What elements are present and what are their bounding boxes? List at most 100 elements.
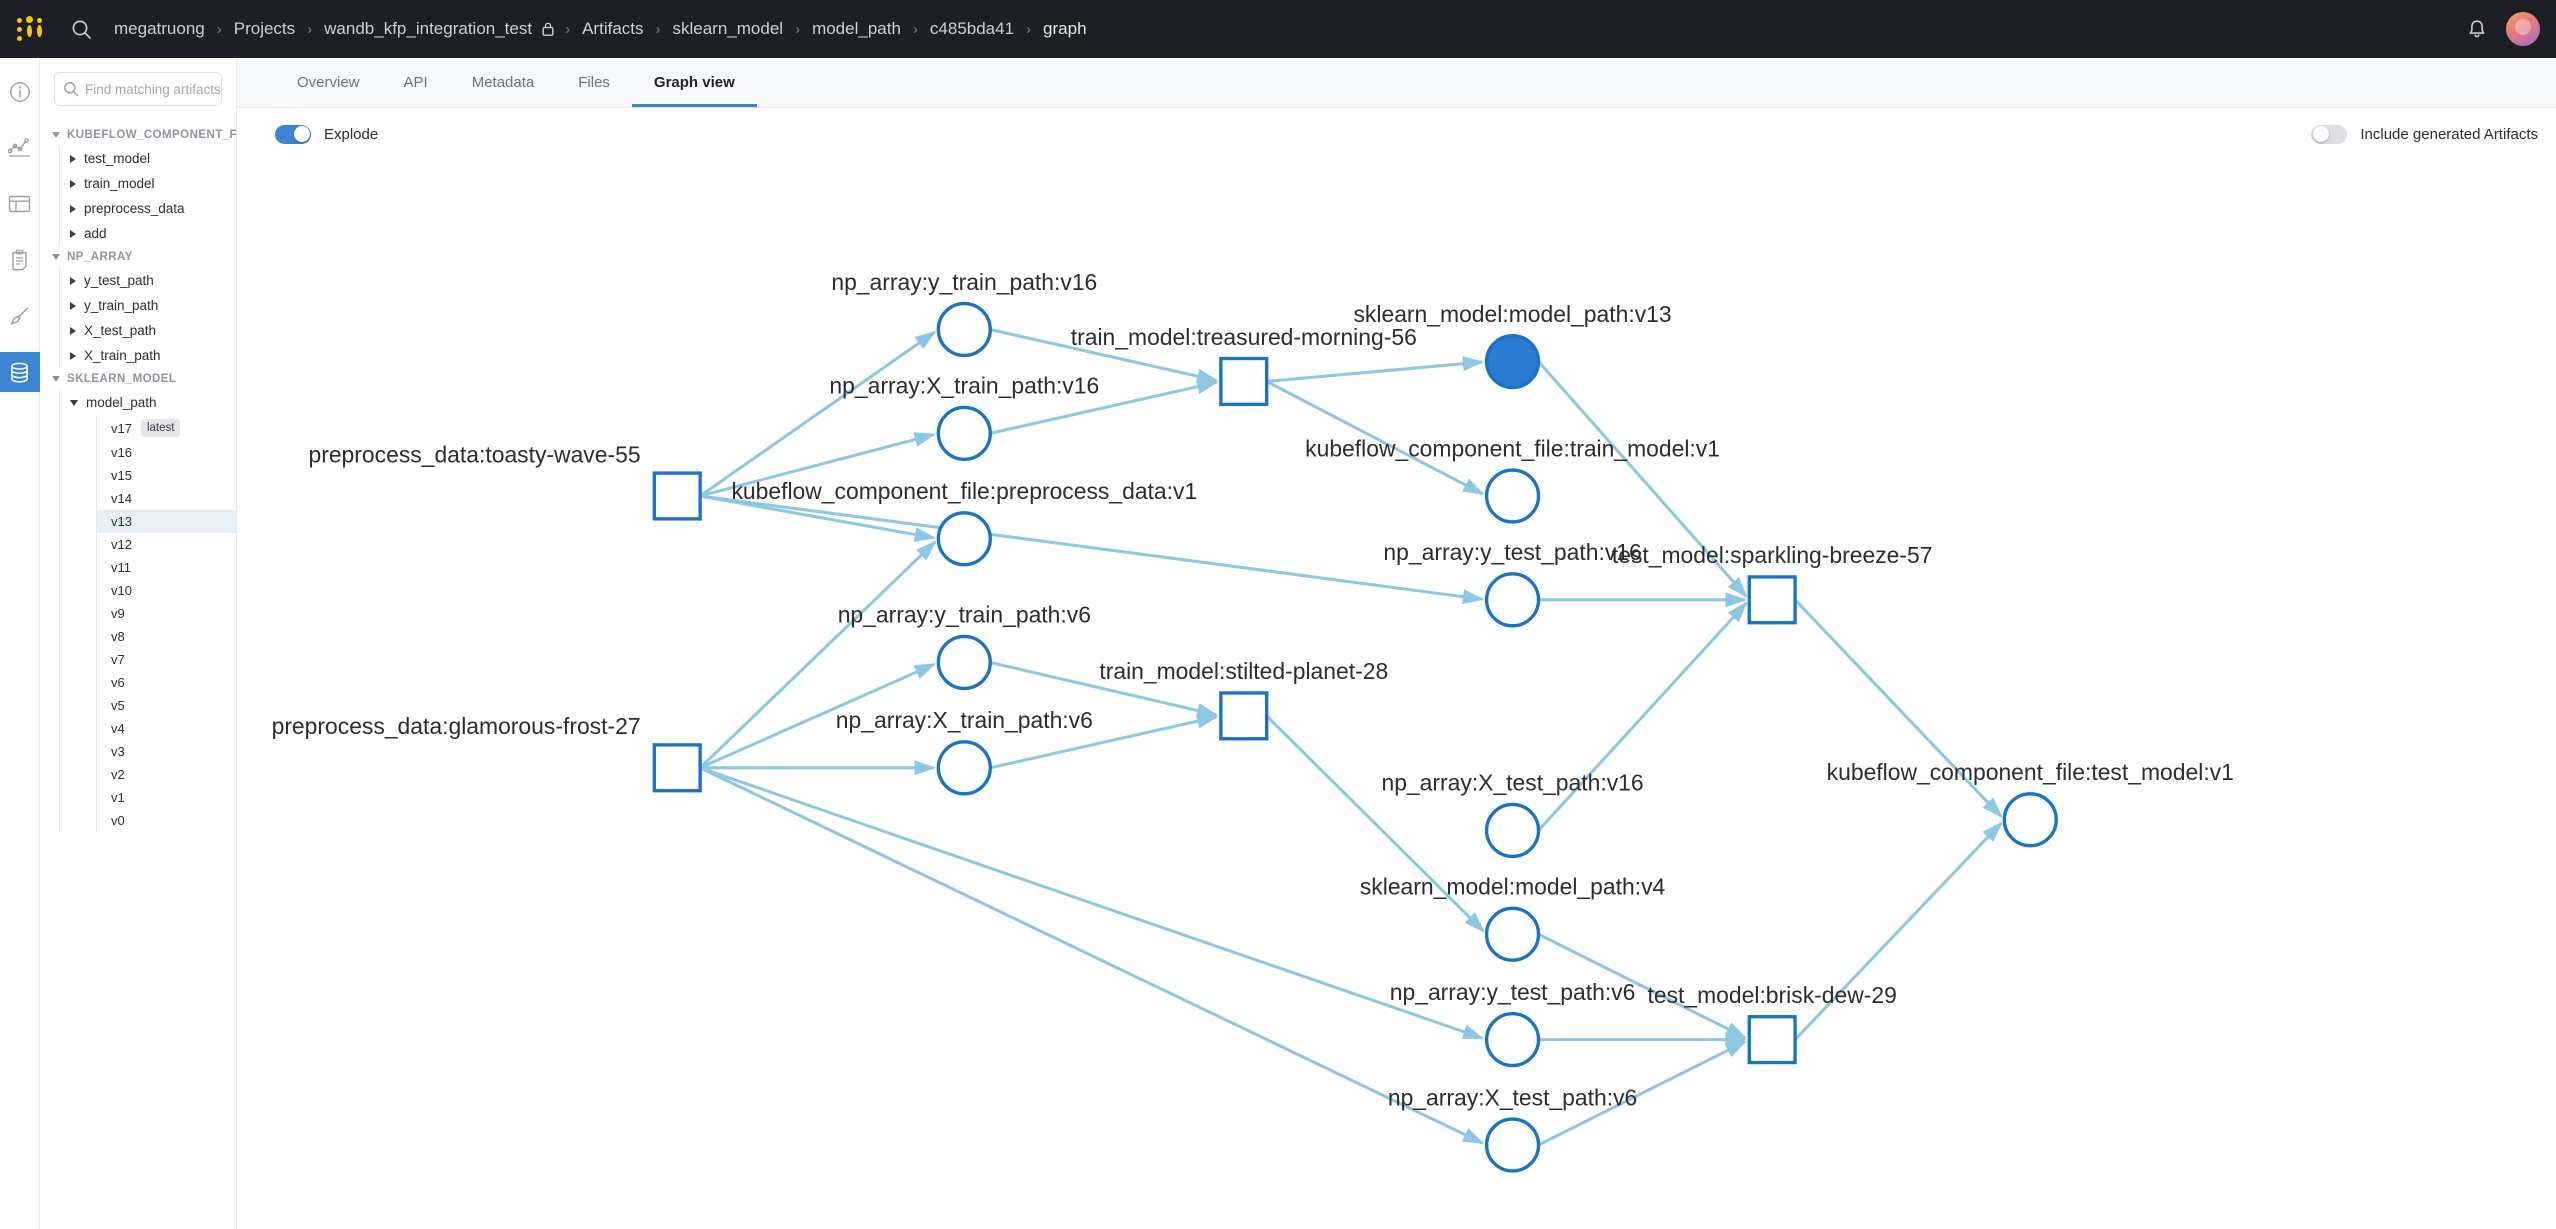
version-item-v11[interactable]: v11 <box>97 556 236 579</box>
graph-node-np-array-x-test-path-v16[interactable]: np_array:X_test_path:v16 <box>1381 770 1644 859</box>
artifact-node-shape[interactable] <box>936 634 992 691</box>
overview-icon[interactable] <box>0 72 40 112</box>
graph-node-np-array-x-train-path-v16[interactable]: np_array:X_train_path:v16 <box>829 373 1099 461</box>
version-item-v14[interactable]: v14 <box>97 487 236 510</box>
run-node-shape[interactable] <box>1747 575 1797 625</box>
run-node-shape[interactable] <box>652 743 702 793</box>
tab-api[interactable]: API <box>403 74 428 91</box>
artifact-node-shape[interactable] <box>936 301 992 358</box>
artifact-node-shape[interactable] <box>1484 468 1541 524</box>
chevron-right-icon[interactable] <box>70 326 76 335</box>
chevron-right-icon[interactable] <box>70 351 76 360</box>
version-item-v13[interactable]: v13 <box>97 510 236 533</box>
sweeps-icon[interactable] <box>0 296 40 336</box>
artifacts-icon[interactable] <box>0 352 40 392</box>
breadcrumb-item-artifacts[interactable]: Artifacts <box>582 19 644 38</box>
graph-node-train-model-stilted-planet-28[interactable]: train_model:stilted-planet-28 <box>1099 658 1388 741</box>
artifact-node-shape[interactable] <box>936 511 992 567</box>
graph-node-kubeflow-component-file-test-model-v1[interactable]: kubeflow_component_file:test_model:v1 <box>1827 759 2234 848</box>
include-generated-toggle-wrap[interactable]: Include generated Artifacts <box>2311 124 2538 144</box>
version-item-v9[interactable]: v9 <box>97 602 236 625</box>
reports-icon[interactable] <box>0 240 40 280</box>
graph-node-train-model-treasured-morning-56[interactable]: train_model:treasured-morning-56 <box>1071 324 1417 407</box>
graph-node-np-array-y-train-path-v16[interactable]: np_array:y_train_path:v16 <box>831 269 1097 358</box>
tree-group-np-array[interactable]: NP_ARRAY <box>40 246 236 268</box>
graph-node-sklearn-model-model-path-v13[interactable]: sklearn_model:model_path:v13 <box>1354 301 1672 390</box>
breadcrumb-item-wandb-kfp-integration-test[interactable]: wandb_kfp_integration_test <box>324 19 533 38</box>
tree-item-test-model[interactable]: test_model <box>60 146 236 171</box>
version-item-v15[interactable]: v15 <box>97 464 236 487</box>
graph-node-np-array-x-train-path-v6[interactable]: np_array:X_train_path:v6 <box>836 707 1093 796</box>
breadcrumb-item-graph[interactable]: graph <box>1043 19 1087 38</box>
tree-item-x-train-path[interactable]: X_train_path <box>60 343 236 368</box>
chevron-right-icon[interactable] <box>70 276 76 285</box>
tree-item-y-train-path[interactable]: y_train_path <box>60 293 236 318</box>
version-item-v10[interactable]: v10 <box>97 579 236 602</box>
graph-node-np-array-y-train-path-v6[interactable]: np_array:y_train_path:v6 <box>838 602 1091 691</box>
tree-group-kubeflow-component-file[interactable]: KUBEFLOW_COMPONENT_FILE <box>40 124 236 146</box>
artifact-node-shape[interactable] <box>1484 802 1541 859</box>
chevron-right-icon[interactable] <box>70 229 76 238</box>
version-item-v3[interactable]: v3 <box>97 740 236 763</box>
version-item-v12[interactable]: v12 <box>97 533 236 556</box>
artifact-node-shape[interactable] <box>1484 1117 1541 1173</box>
graph-node-preprocess-data-glamorous-frost-27[interactable]: preprocess_data:glamorous-frost-27 <box>272 713 702 793</box>
version-item-v2[interactable]: v2 <box>97 763 236 786</box>
graph-node-test-model-brisk-dew-29[interactable]: test_model:brisk-dew-29 <box>1647 982 1897 1065</box>
tree-item-preprocess-data[interactable]: preprocess_data <box>60 196 236 221</box>
tree-item-add[interactable]: add <box>60 221 236 246</box>
lineage-graph-svg[interactable]: preprocess_data:toasty-wave-55 preprocess… <box>237 160 2556 1229</box>
breadcrumb-item-model-path[interactable]: model_path <box>812 19 901 38</box>
chevron-down-icon[interactable] <box>70 399 78 406</box>
version-item-v7[interactable]: v7 <box>97 648 236 671</box>
artifact-node-shape[interactable] <box>1484 906 1541 962</box>
version-item-v4[interactable]: v4 <box>97 717 236 740</box>
run-node-shape[interactable] <box>1219 356 1269 407</box>
version-item-v1[interactable]: v1 <box>97 786 236 809</box>
breadcrumb-item-c485bda41[interactable]: c485bda41 <box>929 19 1015 38</box>
tree-group-sklearn-model[interactable]: SKLEARN_MODEL <box>40 368 236 390</box>
chevron-right-icon[interactable] <box>70 204 76 213</box>
breadcrumb-item-projects[interactable]: Projects <box>233 19 296 38</box>
tree-item-y-test-path[interactable]: y_test_path <box>60 268 236 293</box>
graph-node-np-array-y-test-path-v16[interactable]: np_array:y_test_path:v16 <box>1383 539 1642 628</box>
tab-files[interactable]: Files <box>578 74 610 91</box>
tab-metadata[interactable]: Metadata <box>471 74 535 91</box>
tree-item-train-model[interactable]: train_model <box>60 171 236 196</box>
graph-node-sklearn-model-model-path-v4[interactable]: sklearn_model:model_path:v4 <box>1360 874 1666 962</box>
include-generated-toggle[interactable] <box>2311 124 2348 144</box>
run-node-shape[interactable] <box>1219 691 1269 741</box>
search-box[interactable] <box>54 72 222 106</box>
search-input[interactable] <box>85 81 221 97</box>
graph-node-test-model-sparkling-breeze-57[interactable]: test_model:sparkling-breeze-57 <box>1612 542 1933 625</box>
version-item-v6[interactable]: v6 <box>97 671 236 694</box>
chevron-right-icon[interactable] <box>70 301 76 310</box>
artifact-node-shape[interactable] <box>936 405 992 461</box>
version-item-v16[interactable]: v16 <box>97 441 236 464</box>
graph-node-kubeflow-component-file-train-model-v1[interactable]: kubeflow_component_file:train_model:v1 <box>1305 435 1720 524</box>
explode-toggle[interactable] <box>275 124 311 144</box>
version-item-v8[interactable]: v8 <box>97 625 236 648</box>
breadcrumb-item-megatruong[interactable]: megatruong <box>114 19 205 38</box>
avatar[interactable] <box>2506 12 2540 46</box>
explode-toggle-wrap[interactable]: Explode <box>275 124 378 144</box>
graph-node-preprocess-data-toasty-wave-55[interactable]: preprocess_data:toasty-wave-55 <box>308 441 702 521</box>
tree-item-x-test-path[interactable]: X_test_path <box>60 318 236 343</box>
search-icon[interactable] <box>58 0 104 58</box>
chevron-right-icon[interactable] <box>70 154 76 163</box>
wandb-logo[interactable] <box>0 0 58 58</box>
run-node-shape[interactable] <box>1747 1015 1797 1065</box>
run-node-shape[interactable] <box>652 471 702 521</box>
tables-icon[interactable] <box>0 184 40 224</box>
artifact-node-shape[interactable] <box>936 740 992 796</box>
graph-node-kubeflow-component-file-preprocess-data-v1[interactable]: kubeflow_component_file:preprocess_data:… <box>731 478 1197 567</box>
artifact-node-shape[interactable] <box>1484 333 1541 390</box>
tab-graph-view[interactable]: Graph view <box>631 58 757 107</box>
graph-node-np-array-x-test-path-v6[interactable]: np_array:X_test_path:v6 <box>1388 1084 1637 1173</box>
bell-icon[interactable] <box>2466 18 2488 41</box>
tab-overview[interactable]: Overview <box>297 74 360 91</box>
artifact-node-shape[interactable] <box>2002 792 2058 848</box>
charts-icon[interactable] <box>0 128 40 168</box>
version-item-v0[interactable]: v0 <box>97 809 236 832</box>
